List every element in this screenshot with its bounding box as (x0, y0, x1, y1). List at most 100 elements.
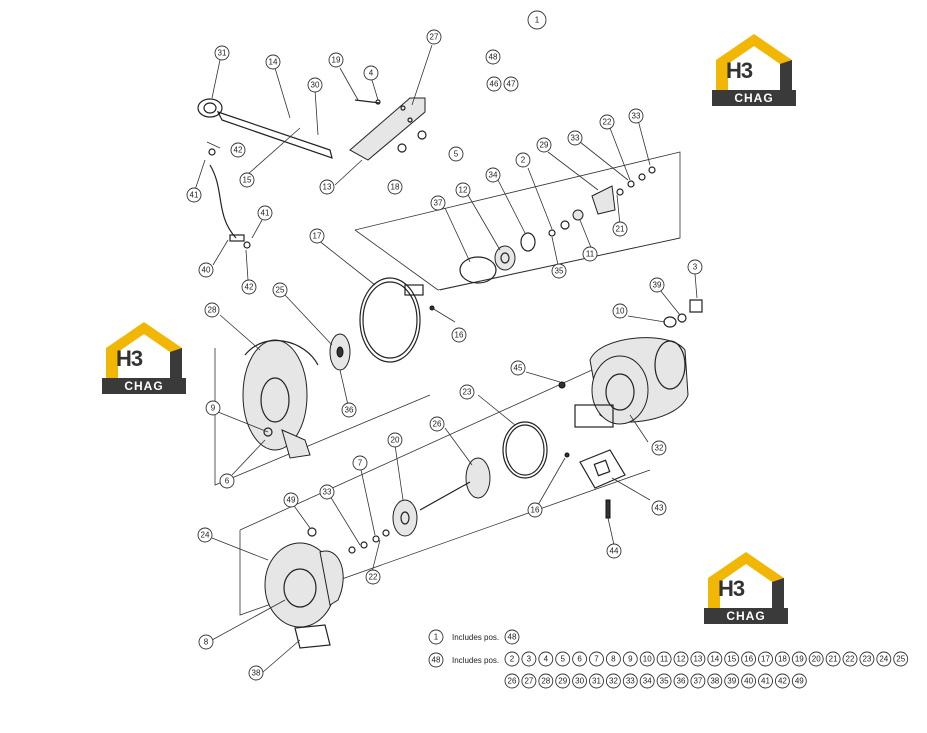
callout-49: 49 (283, 492, 299, 508)
callout-46: 46 (486, 76, 502, 92)
leader-lines (194, 44, 698, 673)
svg-text:43: 43 (655, 504, 664, 513)
svg-text:33: 33 (571, 134, 580, 143)
callout-31: 31 (214, 45, 230, 61)
svg-text:30: 30 (311, 81, 320, 90)
callout-2: 2 (515, 152, 531, 168)
svg-text:37: 37 (693, 677, 702, 686)
svg-text:46: 46 (490, 80, 499, 89)
seal-ring-37 (459, 256, 497, 284)
legend-item: 22 (842, 651, 858, 667)
svg-text:15: 15 (243, 176, 252, 185)
svg-text:26: 26 (433, 420, 442, 429)
callout-26: 26 (429, 416, 445, 432)
svg-text:38: 38 (710, 677, 719, 686)
svg-text:25: 25 (896, 655, 905, 664)
svg-text:19: 19 (332, 56, 341, 65)
svg-text:36: 36 (345, 406, 354, 415)
legend-item: 28 (538, 673, 554, 689)
legend-item: 21 (825, 651, 841, 667)
callout-16: 16 (451, 327, 467, 343)
legend-item: 3 (521, 651, 537, 667)
legend-item: 24 (876, 651, 892, 667)
svg-text:8: 8 (204, 638, 209, 647)
watermark-letters: H3 (116, 346, 143, 371)
callout-30: 30 (307, 77, 323, 93)
svg-text:22: 22 (369, 573, 378, 582)
wastegate-actuator-arm (197, 98, 333, 159)
svg-text:9: 9 (628, 655, 633, 664)
svg-text:6: 6 (225, 477, 230, 486)
callout-13: 13 (319, 179, 335, 195)
svg-text:25: 25 (276, 286, 285, 295)
svg-text:30: 30 (575, 677, 584, 686)
legend-item: 11 (656, 651, 672, 667)
turbine-housing-24 (264, 542, 344, 649)
svg-text:6: 6 (577, 655, 582, 664)
legend-item: 16 (741, 651, 757, 667)
callout-39: 39 (649, 277, 665, 293)
insert-12 (494, 245, 516, 271)
callout-43: 43 (651, 500, 667, 516)
callout-18: 18 (387, 179, 403, 195)
svg-text:3: 3 (693, 263, 698, 272)
legend-item: 6 (572, 651, 588, 667)
svg-text:39: 39 (653, 281, 662, 290)
svg-text:37: 37 (434, 199, 443, 208)
svg-text:9: 9 (211, 404, 216, 413)
svg-text:27: 27 (430, 33, 439, 42)
callout-38: 38 (248, 665, 264, 681)
legend-item: 5 (555, 651, 571, 667)
callout-23: 23 (459, 384, 475, 400)
callout-10: 10 (612, 303, 628, 319)
svg-text:49: 49 (795, 677, 804, 686)
svg-text:17: 17 (313, 232, 322, 241)
svg-text:42: 42 (778, 677, 787, 686)
legend-item: 10 (639, 651, 655, 667)
svg-text:11: 11 (586, 250, 595, 259)
callout-22: 22 (599, 114, 615, 130)
svg-text:26: 26 (508, 677, 517, 686)
callout-7: 7 (352, 455, 368, 471)
legend-item: 34 (639, 673, 655, 689)
svg-text:39: 39 (727, 677, 736, 686)
svg-text:34: 34 (489, 171, 498, 180)
svg-text:10: 10 (616, 307, 625, 316)
legend-item: 33 (622, 673, 638, 689)
svg-text:27: 27 (524, 677, 533, 686)
callout-34: 34 (485, 167, 501, 183)
svg-text:33: 33 (323, 488, 332, 497)
callout-32: 32 (651, 440, 667, 456)
compressor-housing-28 (242, 339, 319, 459)
compressor-wheel-25 (329, 333, 351, 371)
callout-42b: 42 (241, 279, 257, 295)
svg-text:29: 29 (540, 141, 549, 150)
legend-item: 40 (741, 673, 757, 689)
callout-44: 44 (606, 543, 622, 559)
svg-text:16: 16 (531, 506, 540, 515)
svg-text:38: 38 (252, 669, 261, 678)
rings-33-7 (348, 529, 390, 554)
callout-36: 36 (341, 402, 357, 418)
callout-33c: 33 (319, 484, 335, 500)
svg-text:24: 24 (201, 531, 210, 540)
svg-text:2: 2 (510, 655, 515, 664)
svg-text:31: 31 (218, 49, 227, 58)
legend-id-1: 1 (428, 629, 444, 645)
svg-text:33: 33 (626, 677, 635, 686)
legend-item: 14 (707, 651, 723, 667)
svg-text:29: 29 (558, 677, 567, 686)
house-logo-icon (106, 322, 182, 378)
svg-text:47: 47 (507, 80, 516, 89)
legend-item: 26 (504, 673, 520, 689)
svg-text:40: 40 (744, 677, 753, 686)
watermark-band: CHAG (712, 90, 796, 106)
svg-text:19: 19 (795, 655, 804, 664)
svg-text:5: 5 (560, 655, 565, 664)
bearing-housing-32 (574, 337, 689, 428)
callout-12: 12 (455, 182, 471, 198)
callout-28: 28 (204, 302, 220, 318)
